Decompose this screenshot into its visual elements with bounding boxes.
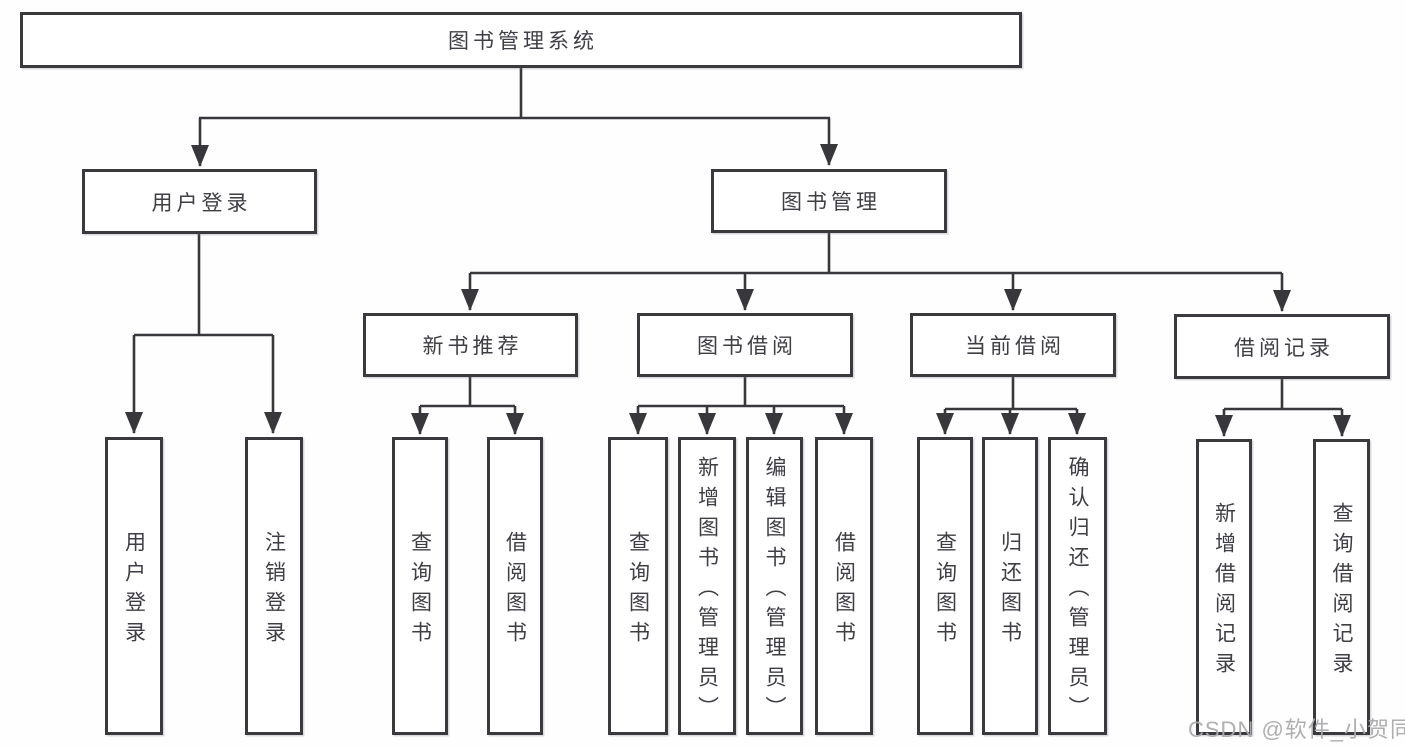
node-book-borrowing-label: 图书借阅 [697,335,797,358]
leaf-query-books-current-label: 查询图书 [933,530,957,651]
leaf-add-books-admin: 新增图书（管理员） [678,437,736,735]
node-new-book-recommend-label: 新书推荐 [422,335,523,358]
leaf-query-books-recommend: 查询图书 [392,437,448,735]
leaf-logout: 注销登录 [245,437,303,735]
node-user-login: 用户登录 [82,169,317,234]
leaf-query-borrow-record-label: 查询借阅记录 [1330,501,1353,682]
node-borrowing-records: 借阅记录 [1174,314,1390,379]
node-new-book-recommend: 新书推荐 [363,313,578,377]
leaf-confirm-return-admin-label: 确认归还（管理员） [1066,455,1089,726]
leaf-borrow-books: 借阅图书 [815,437,873,735]
leaf-query-borrow-record: 查询借阅记录 [1313,439,1370,735]
leaf-add-borrow-record-label: 新增借阅记录 [1212,501,1236,682]
leaf-borrow-books-recommend: 借阅图书 [487,437,543,735]
leaf-add-borrow-record: 新增借阅记录 [1196,439,1252,735]
leaf-user-login-label: 用户登录 [122,530,146,651]
node-book-borrowing: 图书借阅 [637,313,853,377]
leaf-return-books-label: 归还图书 [998,530,1022,651]
leaf-edit-books-admin-label: 编辑图书（管理员） [763,455,786,726]
node-book-management: 图书管理 [711,169,947,233]
leaf-user-login: 用户登录 [105,437,163,735]
node-user-login-label: 用户登录 [151,191,252,215]
leaf-query-books-current: 查询图书 [917,437,973,735]
leaf-return-books: 归还图书 [982,437,1038,735]
leaf-edit-books-admin: 编辑图书（管理员） [746,437,803,735]
leaf-query-books-borrowing-label: 查询图书 [626,530,650,651]
leaf-confirm-return-admin: 确认归还（管理员） [1048,437,1107,735]
node-current-borrowing: 当前借阅 [910,313,1116,377]
node-current-borrowing-label: 当前借阅 [965,335,1065,358]
leaf-logout-label: 注销登录 [262,530,286,651]
leaf-borrow-books-recommend-label: 借阅图书 [503,530,527,651]
csdn-watermark: CSDN @软件_小贺同学 [1188,717,1405,742]
node-borrowing-records-label: 借阅记录 [1234,336,1334,360]
leaf-add-books-admin-label: 新增图书（管理员） [695,455,719,726]
leaf-query-books-recommend-label: 查询图书 [408,530,432,651]
node-root-label: 图书管理系统 [448,30,598,53]
node-book-management-label: 图书管理 [781,191,881,214]
leaf-query-books-borrowing: 查询图书 [608,437,668,735]
node-root: 图书管理系统 [20,12,1022,68]
leaf-borrow-books-label: 借阅图书 [832,530,856,651]
